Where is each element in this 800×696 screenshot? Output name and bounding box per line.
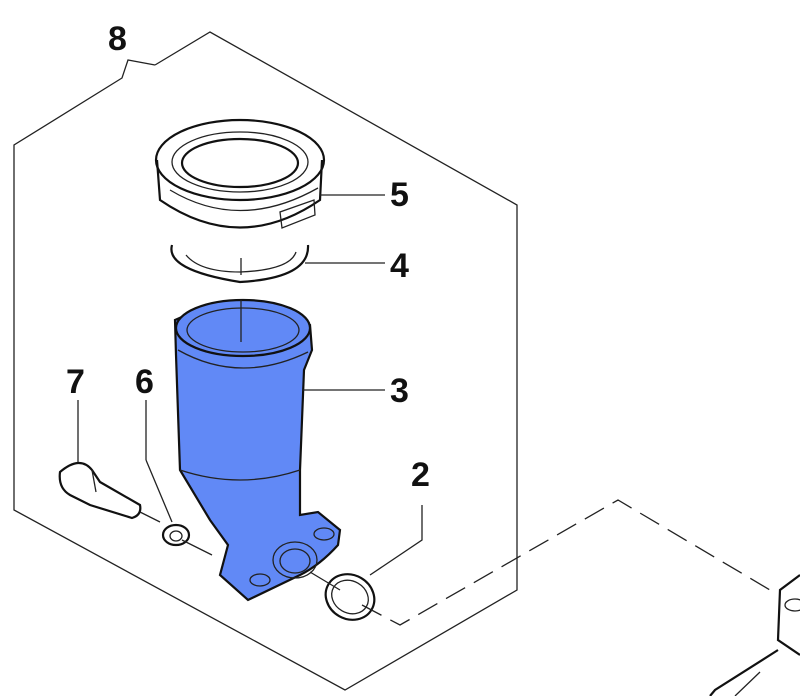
callout-8: 8 xyxy=(108,20,127,58)
leader-2 xyxy=(369,505,423,576)
o-ring-axis xyxy=(309,571,341,591)
housing-part xyxy=(709,574,800,696)
connection-dashed-line xyxy=(361,499,771,626)
screw-part xyxy=(58,461,142,520)
callout-2: 2 xyxy=(411,456,430,494)
reservoir-part xyxy=(173,298,342,602)
o-ring-part xyxy=(324,573,376,621)
cap-part xyxy=(154,118,326,229)
callout-6: 6 xyxy=(135,363,154,401)
washer-part xyxy=(161,523,191,547)
assembly-frame-outline xyxy=(13,31,518,691)
callout-7: 7 xyxy=(66,363,85,401)
screw-axis xyxy=(139,511,161,523)
seal-ring-part xyxy=(170,244,310,284)
callout-5: 5 xyxy=(390,176,409,214)
washer-axis xyxy=(181,539,213,556)
callout-3: 3 xyxy=(390,372,409,410)
leader-6-b xyxy=(145,459,173,523)
callout-4: 4 xyxy=(390,247,409,285)
